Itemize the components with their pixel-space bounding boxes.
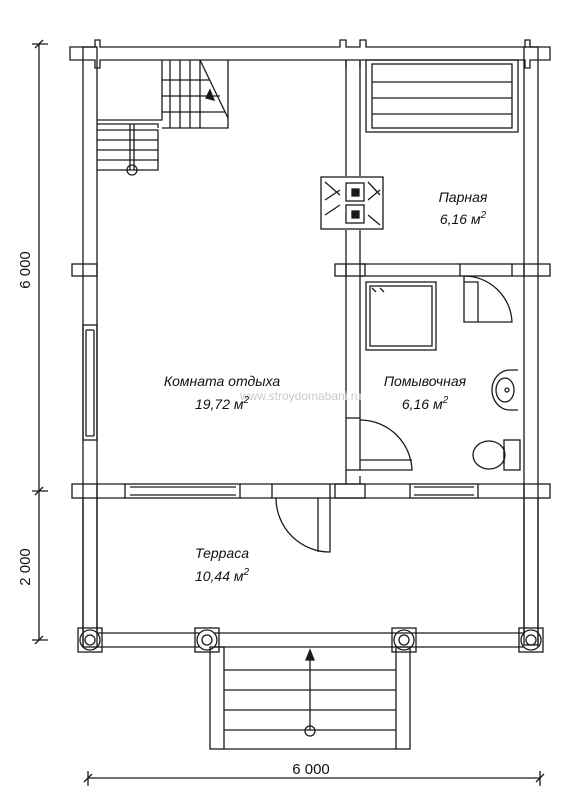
exterior-walls — [69, 39, 551, 648]
house-depth-dimension: 6 000 — [17, 251, 34, 289]
steam-room-area: 6,16 м2 — [440, 210, 487, 227]
shower-tray — [365, 281, 437, 351]
stove — [320, 176, 384, 230]
house-width-dimension: 6 000 — [292, 761, 330, 778]
doors — [271, 263, 513, 553]
terrace-name: Терраса — [195, 545, 249, 561]
steam-bench — [365, 59, 519, 133]
steam-room-name: Парная — [439, 189, 488, 205]
rest-room-name: Комната отдыха — [164, 373, 280, 389]
log-ends — [71, 263, 551, 499]
terrace — [77, 498, 544, 653]
windows — [82, 324, 479, 499]
terrace-depth-dimension: 2 000 — [17, 548, 34, 586]
wash-room-area: 6,16 м2 — [402, 395, 449, 412]
toilet — [472, 439, 521, 471]
terrace-area: 10,44 м2 — [195, 567, 250, 584]
interior-staircase — [97, 59, 229, 176]
watermark: www.stroydomabani.ru — [239, 389, 361, 403]
rest-room-area: 19,72 м2 — [195, 395, 250, 412]
interior-walls — [97, 60, 524, 499]
wash-room-name: Помывочная — [384, 373, 467, 389]
sink — [491, 369, 518, 411]
dimension-lines — [32, 39, 545, 786]
entry-steps — [209, 646, 411, 750]
